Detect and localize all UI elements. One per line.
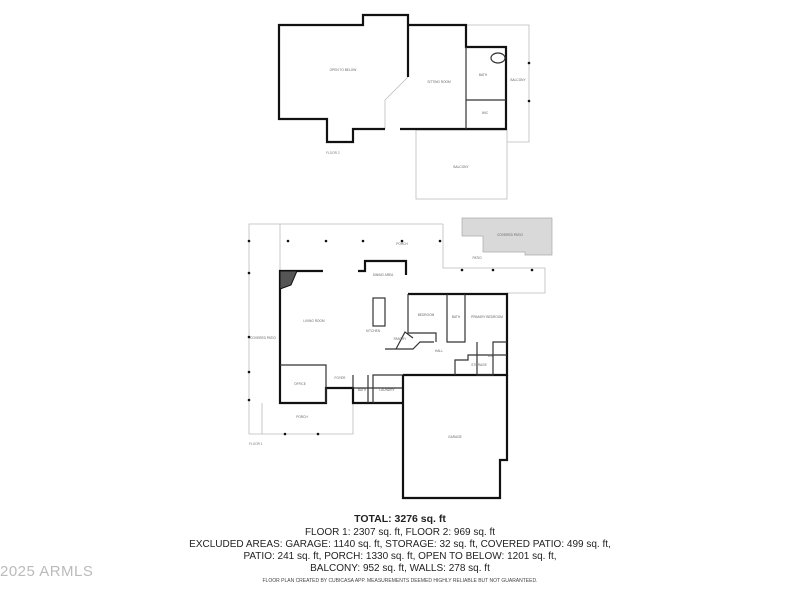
bathtub-icon <box>490 52 506 64</box>
porch-columns <box>247 239 534 436</box>
room-label: COVERED PATIO <box>250 336 276 340</box>
floor-1-outer-wall-2 <box>358 259 408 275</box>
total-area: TOTAL: 3276 sq. ft <box>354 513 446 525</box>
room-label: DINING AREA <box>373 273 394 277</box>
room-label: STORAGE <box>471 363 487 367</box>
watermark: 2025 ARMLS <box>0 563 94 580</box>
floor-label: FLOOR 2 <box>326 151 340 155</box>
room-label: KITCHEN <box>366 329 381 333</box>
excluded-areas-cont-2: BALCONY: 952 sq. ft, WALLS: 278 sq. ft <box>310 563 490 574</box>
room-label: HALL <box>435 349 443 353</box>
bedroom-wall <box>407 294 437 342</box>
room-label: GARAGE <box>448 435 462 439</box>
room-label: BATH <box>452 315 461 319</box>
floor-label: FLOOR 1 <box>249 442 263 446</box>
stair-rail <box>384 76 409 101</box>
balcony-outline <box>466 24 530 143</box>
floor-2-plan: OPEN TO BELOW SITTING ROOM BATH WIC BALC… <box>277 13 531 200</box>
room-label: LAUNDRY <box>379 388 395 392</box>
wic-wall <box>476 341 507 376</box>
room-label: BEDROOM <box>418 313 435 317</box>
room-label: PORCH <box>296 415 308 419</box>
floor-areas: FLOOR 1: 2307 sq. ft, FLOOR 2: 969 sq. f… <box>304 527 496 538</box>
office-wall <box>280 364 327 403</box>
room-label: BALCONY <box>510 78 526 82</box>
room-label: SITTING ROOM <box>427 80 451 84</box>
disclaimer: FLOOR PLAN CREATED BY CUBICASA APP. MEAS… <box>262 578 538 584</box>
room-label: PATIO <box>472 256 482 260</box>
room-label: WIC <box>488 354 495 358</box>
garage-wall <box>401 375 509 500</box>
floor-2-wall-right <box>400 23 508 131</box>
column <box>527 99 531 103</box>
room-label: LIVING ROOM <box>303 319 325 323</box>
storage-wall <box>454 354 507 375</box>
room-label: BATH <box>479 73 488 77</box>
fireplace-icon <box>279 270 298 290</box>
room-label: FOYER <box>335 376 347 380</box>
bath-wall <box>446 294 466 343</box>
hall-wall <box>385 341 434 350</box>
room-label: COVERED PATIO <box>497 233 523 237</box>
excluded-areas-cont: PATIO: 241 sq. ft, PORCH: 1330 sq. ft, O… <box>243 551 557 562</box>
room-label: OPEN TO BELOW <box>330 68 357 72</box>
floor-2-outer-wall <box>277 13 410 144</box>
room-label: WIC <box>482 111 489 115</box>
column <box>527 61 531 65</box>
room-label: BATH <box>358 388 367 392</box>
room-label: PORCH <box>396 242 408 246</box>
room-label: PANTRY <box>394 337 408 341</box>
floor-1-plan: PORCH DINING AREA LIVING ROOM KITCHEN PA… <box>247 217 553 500</box>
room-label: PRIMARY BEDROOM <box>471 315 503 319</box>
hall-wall-2 <box>395 331 414 350</box>
porch-outline <box>248 223 443 435</box>
kitchen-island <box>372 297 386 327</box>
patio-outline <box>442 224 546 294</box>
covered-patio-area <box>461 217 553 256</box>
room-label: OFFICE <box>294 382 306 386</box>
excluded-areas: EXCLUDED AREAS: GARAGE: 1140 sq. ft, STO… <box>189 539 611 550</box>
room-label: BALCONY <box>453 165 469 169</box>
floor-plan: OPEN TO BELOW SITTING ROOM BATH WIC BALC… <box>247 13 553 500</box>
